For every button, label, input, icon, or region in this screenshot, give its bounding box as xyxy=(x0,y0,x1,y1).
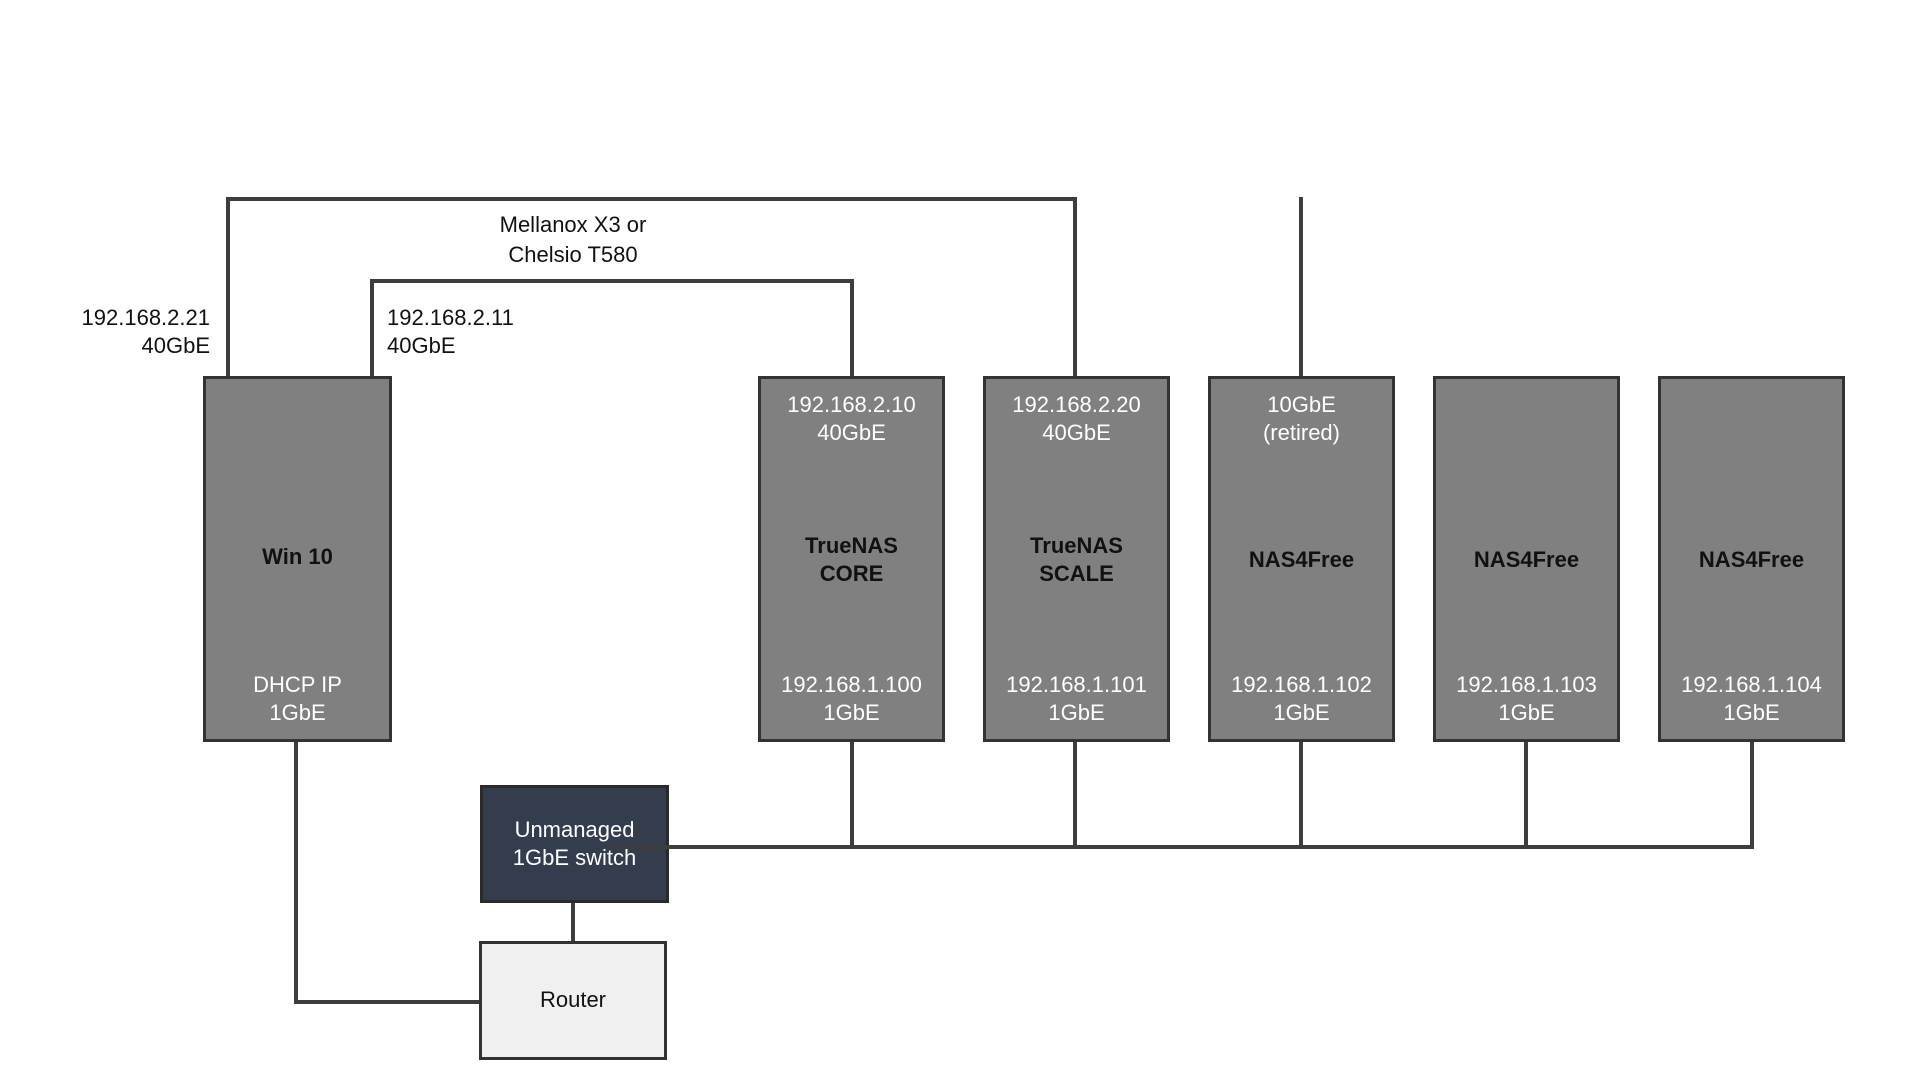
nas4free-1-10gbe-label: 10GbE (retired) xyxy=(1211,391,1392,447)
switch-name-line-1: Unmanaged xyxy=(514,817,635,842)
nas4free-2-name: NAS4Free xyxy=(1436,546,1617,574)
device-win10[interactable]: Win 10 DHCP IP 1GbE xyxy=(203,376,392,742)
truenas-core-40gbe-speed: 40GbE xyxy=(817,420,886,445)
device-nas4free-2[interactable]: NAS4Free 192.168.1.103 1GbE xyxy=(1433,376,1620,742)
truenas-core-name-line-1: TrueNAS xyxy=(805,533,898,558)
switch-name-line-2: 1GbE switch xyxy=(512,845,637,870)
truenas-core-lan-ip: 192.168.1.100 xyxy=(781,672,922,697)
truenas-core-40gbe-label: 192.168.2.10 40GbE xyxy=(761,391,942,447)
win10-port-a-speed: 40GbE xyxy=(141,333,211,358)
win10-lan-speed: 1GbE xyxy=(269,700,326,725)
device-router[interactable]: Router xyxy=(479,941,667,1060)
win10-port-b-label: 192.168.2.11 40GbE xyxy=(387,304,514,360)
nas4free-2-lan-ip: 192.168.1.103 xyxy=(1456,672,1597,697)
nas4free-3-lan-label: 192.168.1.104 1GbE xyxy=(1661,671,1842,727)
win10-port-a-label: 192.168.2.21 40GbE xyxy=(60,304,210,360)
nas4free-1-lan-ip: 192.168.1.102 xyxy=(1231,672,1372,697)
nas4free-1-10gbe-speed: 10GbE xyxy=(1267,392,1336,417)
nic-label-line-2: Chelsio T580 xyxy=(508,242,638,267)
truenas-core-name: TrueNAS CORE xyxy=(761,532,942,588)
win10-port-a-ip: 192.168.2.21 xyxy=(81,305,210,330)
nas4free-1-lan-label: 192.168.1.102 1GbE xyxy=(1211,671,1392,727)
wire-win10-to-core-40gbe xyxy=(370,279,854,379)
nas4free-2-lan-speed: 1GbE xyxy=(1498,700,1555,725)
device-nas4free-3[interactable]: NAS4Free 192.168.1.104 1GbE xyxy=(1658,376,1845,742)
truenas-core-lan-label: 192.168.1.100 1GbE xyxy=(761,671,942,727)
nas4free-2-name-line: NAS4Free xyxy=(1473,547,1580,572)
nas4free-3-lan-ip: 192.168.1.104 xyxy=(1681,672,1822,697)
nas4free-2-lan-label: 192.168.1.103 1GbE xyxy=(1436,671,1617,727)
switch-name: Unmanaged 1GbE switch xyxy=(483,816,666,872)
win10-port-b-speed: 40GbE xyxy=(387,333,456,358)
nas4free-1-10gbe-status: (retired) xyxy=(1262,420,1340,445)
truenas-scale-40gbe-ip: 192.168.2.20 xyxy=(1012,392,1141,417)
truenas-scale-name-line-1: TrueNAS xyxy=(1030,533,1123,558)
nas4free-1-name-line: NAS4Free xyxy=(1248,547,1355,572)
router-name: Router xyxy=(482,986,664,1014)
nic-label: Mellanox X3 or Chelsio T580 xyxy=(473,210,673,270)
truenas-core-40gbe-ip: 192.168.2.10 xyxy=(787,392,916,417)
win10-name-line: Win 10 xyxy=(262,544,333,569)
nic-label-line-1: Mellanox X3 or xyxy=(499,212,647,237)
truenas-core-lan-speed: 1GbE xyxy=(823,700,880,725)
device-truenas-scale[interactable]: 192.168.2.20 40GbE TrueNAS SCALE 192.168… xyxy=(983,376,1170,742)
router-name-line: Router xyxy=(539,987,607,1012)
truenas-scale-40gbe-label: 192.168.2.20 40GbE xyxy=(986,391,1167,447)
truenas-scale-name-line-2: SCALE xyxy=(1039,561,1114,586)
truenas-scale-lan-ip: 192.168.1.101 xyxy=(1006,672,1147,697)
nas4free-3-name-line: NAS4Free xyxy=(1698,547,1805,572)
truenas-scale-40gbe-speed: 40GbE xyxy=(1042,420,1111,445)
nas4free-3-name: NAS4Free xyxy=(1661,546,1842,574)
device-nas4free-1[interactable]: 10GbE (retired) NAS4Free 192.168.1.102 1… xyxy=(1208,376,1395,742)
truenas-scale-name: TrueNAS SCALE xyxy=(986,532,1167,588)
nas4free-1-name: NAS4Free xyxy=(1211,546,1392,574)
truenas-core-name-line-2: CORE xyxy=(819,561,884,586)
nas4free-1-lan-speed: 1GbE xyxy=(1273,700,1330,725)
truenas-scale-lan-label: 192.168.1.101 1GbE xyxy=(986,671,1167,727)
device-truenas-core[interactable]: 192.168.2.10 40GbE TrueNAS CORE 192.168.… xyxy=(758,376,945,742)
device-unmanaged-switch[interactable]: Unmanaged 1GbE switch xyxy=(480,785,669,903)
wire-win10-to-router xyxy=(294,739,482,1004)
win10-name: Win 10 xyxy=(206,543,389,571)
win10-lan-ip: DHCP IP xyxy=(253,672,342,697)
nas4free-3-lan-speed: 1GbE xyxy=(1723,700,1780,725)
win10-port-b-ip: 192.168.2.11 xyxy=(387,305,514,330)
win10-lan-label: DHCP IP 1GbE xyxy=(206,671,389,727)
wire-win10-to-scale-40gbe xyxy=(226,197,1077,379)
truenas-scale-lan-speed: 1GbE xyxy=(1048,700,1105,725)
